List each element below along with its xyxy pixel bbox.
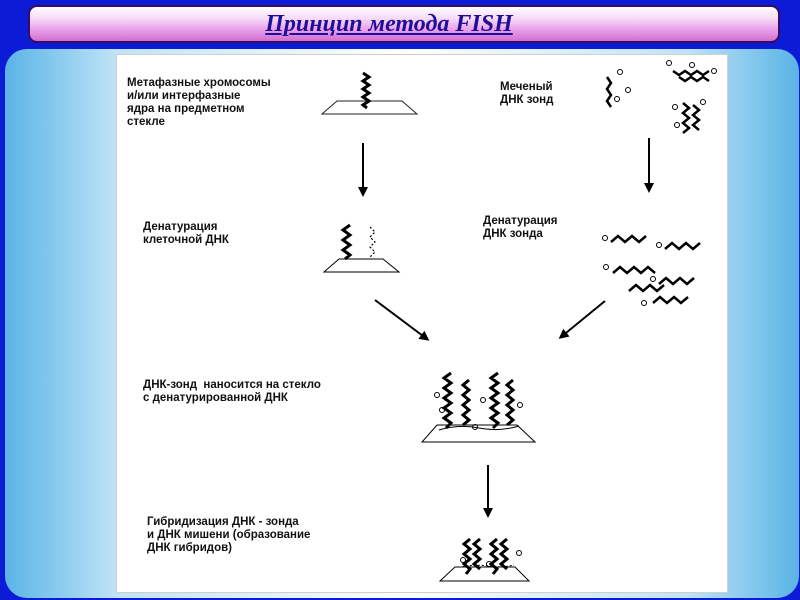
glass-slide	[420, 424, 537, 443]
probe-label	[711, 68, 717, 74]
probe-on-slide-group	[420, 371, 537, 443]
probe-label	[689, 62, 695, 68]
dna-strand	[498, 537, 510, 571]
denatured-probe-group	[602, 234, 701, 306]
probe-label	[650, 276, 656, 282]
probe-strand	[610, 234, 647, 244]
glass-slide	[322, 258, 401, 273]
title-bar: Принцип метода FISH	[28, 5, 780, 43]
probe-label	[486, 561, 492, 567]
slide-chromosome-group	[320, 71, 419, 115]
hybrid-group	[438, 537, 531, 582]
slide-title: Принцип метода FISH	[265, 10, 513, 37]
probe-strand	[678, 75, 710, 83]
probe-label	[666, 60, 672, 66]
probe-link	[461, 564, 515, 568]
probe-label	[603, 264, 609, 270]
dna-strand	[460, 378, 472, 427]
diagram-card: Метафазные хромосомы и/или интерфазные я…	[116, 54, 728, 593]
probe-label	[672, 104, 678, 110]
probe-label	[439, 407, 445, 413]
probe-label	[602, 235, 608, 241]
probe-label	[434, 392, 440, 398]
arrow-converge-right	[558, 300, 606, 339]
dna-strand	[461, 537, 473, 575]
label-hybridization: Гибридизация ДНК - зонда и ДНК мишени (о…	[147, 516, 311, 554]
glass-slide	[320, 100, 419, 115]
dna-strand	[488, 537, 500, 575]
dna-strand	[441, 371, 454, 430]
chromosome-strand	[360, 71, 372, 110]
probe-label	[460, 557, 466, 563]
denatured-cellular-dna-group	[322, 223, 401, 273]
glass-slide	[438, 566, 531, 582]
probe-strand	[605, 76, 613, 108]
probe-strand	[628, 283, 665, 293]
label-labeled-probe: Меченый ДНК зонд	[500, 81, 554, 106]
probe-strand	[691, 104, 701, 131]
dna-strand	[340, 223, 353, 261]
probe-label	[700, 99, 706, 105]
labeled-probe-group	[605, 60, 717, 134]
fish-diagram-graphic	[320, 60, 717, 582]
probe-label	[656, 242, 662, 248]
probe-label	[517, 402, 523, 408]
probe-label	[617, 69, 623, 75]
probe-strand	[681, 102, 691, 134]
probe-label	[516, 550, 522, 556]
probe-strand	[652, 295, 689, 305]
label-cellular-dna-denaturation: Денатурация клеточной ДНК	[143, 221, 229, 246]
probe-link	[438, 425, 520, 431]
dna-strand	[471, 537, 483, 571]
probe-label	[625, 87, 631, 93]
label-probe-denaturation: Денатурация ДНК зонда	[483, 215, 558, 240]
probe-strand	[664, 241, 701, 251]
label-probe-applied: ДНК-зонд наносится на стекло с денатурир…	[143, 379, 321, 404]
probe-label	[480, 397, 486, 403]
probe-label	[674, 122, 680, 128]
probe-strand	[672, 69, 710, 77]
probe-strand	[612, 265, 656, 275]
dna-strand	[504, 378, 516, 427]
dna-strand	[369, 226, 376, 258]
arrow-converge-left	[374, 299, 430, 341]
probe-label	[641, 300, 647, 306]
dna-strand	[488, 371, 501, 430]
label-chromosomes-on-slide: Метафазные хромосомы и/или интерфазные я…	[127, 77, 271, 128]
probe-label	[614, 96, 620, 102]
probe-strand	[658, 276, 695, 286]
